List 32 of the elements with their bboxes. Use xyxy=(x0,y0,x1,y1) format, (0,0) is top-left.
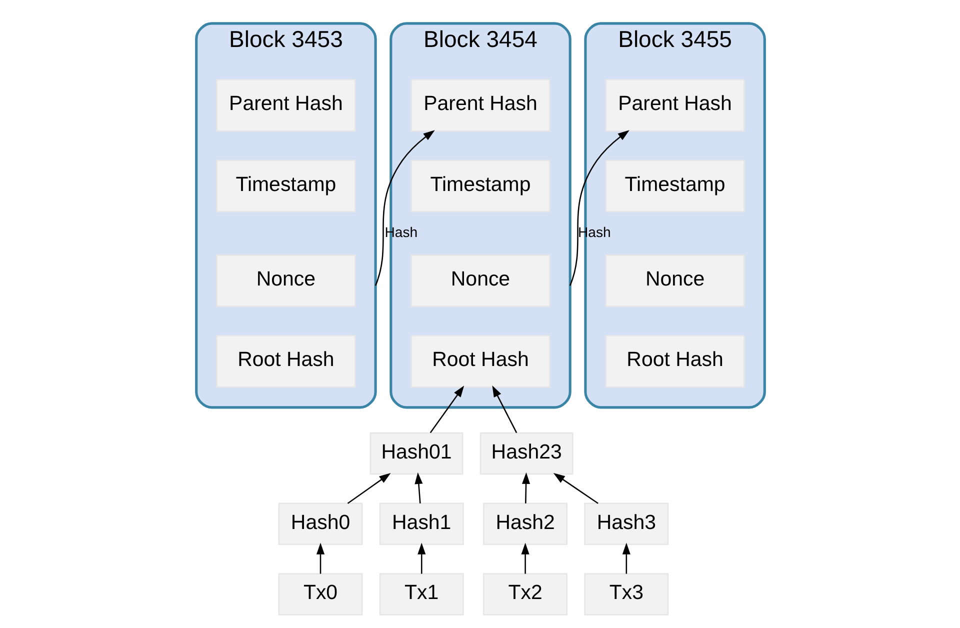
node-box: Hash0 xyxy=(278,502,362,546)
node-box: Hash3 xyxy=(584,502,668,546)
arrow xyxy=(417,542,426,574)
node-box: Root Hash xyxy=(216,335,356,388)
arrow xyxy=(492,385,517,434)
node-box: Root Hash xyxy=(604,335,744,388)
node-box: Tx0 xyxy=(278,573,362,616)
arrow xyxy=(316,542,324,574)
arrow xyxy=(429,386,464,434)
node-box: Nonce xyxy=(216,254,356,307)
node-box: Nonce xyxy=(410,254,550,307)
node-box: Timestamp xyxy=(216,160,356,212)
node-box: Hash2 xyxy=(482,502,568,546)
node-box: Hash23 xyxy=(479,432,573,475)
arrow xyxy=(622,542,630,574)
arrow xyxy=(414,472,422,504)
node-box: Hash01 xyxy=(369,432,463,475)
arrow xyxy=(522,472,530,504)
node-box: Timestamp xyxy=(410,160,550,212)
node-box: Tx3 xyxy=(584,573,668,616)
node-box: Nonce xyxy=(604,254,744,307)
arrow xyxy=(346,472,390,504)
node-box: Tx2 xyxy=(482,573,568,616)
node-box: Root Hash xyxy=(410,335,550,388)
arrow xyxy=(520,542,529,574)
node-box: Timestamp xyxy=(604,160,744,212)
node-box: Hash1 xyxy=(378,502,464,546)
node-box: Parent Hash xyxy=(410,79,550,132)
node-box: Tx1 xyxy=(378,573,464,616)
node-box: Parent Hash xyxy=(604,79,744,132)
arrow xyxy=(552,473,598,504)
node-box: Parent Hash xyxy=(216,79,356,132)
